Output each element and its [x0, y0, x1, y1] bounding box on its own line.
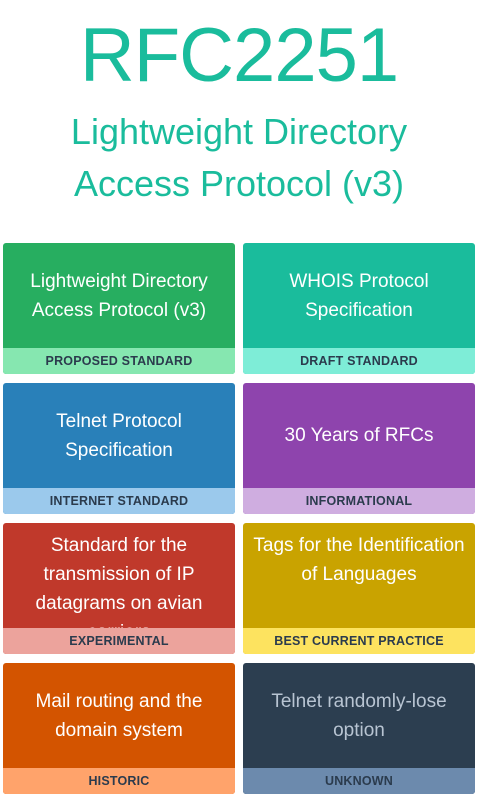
rfc-card[interactable]: 30 Years of RFCs INFORMATIONAL: [243, 383, 475, 514]
rfc-card[interactable]: Telnet Protocol Specification INTERNET S…: [3, 383, 235, 514]
rfc-card-title: 30 Years of RFCs: [284, 425, 434, 446]
rfc-card-title: Lightweight Directory Access Protocol (v…: [30, 270, 208, 321]
rfc-card-title: Standard for the transmission of IP data…: [35, 535, 203, 643]
rfc-card-status-tag: DRAFT STANDARD: [243, 348, 475, 374]
rfc-card[interactable]: Mail routing and the domain system HISTO…: [3, 663, 235, 794]
rfc-card-title: Telnet Protocol Specification: [56, 410, 182, 461]
rfc-card-status-tag: PROPOSED STANDARD: [3, 348, 235, 374]
rfc-number-heading: RFC2251: [79, 13, 399, 98]
rfc-card-title: Mail routing and the domain system: [35, 690, 203, 741]
related-rfc-grid: Lightweight Directory Access Protocol (v…: [3, 243, 475, 794]
rfc-card-status-tag: HISTORIC: [3, 768, 235, 794]
page-header: RFC2251 Lightweight Directory Access Pro…: [0, 0, 478, 210]
rfc-card-title: Tags for the Identification of Languages: [253, 535, 465, 585]
rfc-card-status-tag: EXPERIMENTAL: [3, 628, 235, 654]
rfc-card-title: Telnet randomly-lose option: [271, 690, 447, 741]
rfc-card[interactable]: Telnet randomly-lose option UNKNOWN: [243, 663, 475, 794]
rfc-card[interactable]: WHOIS Protocol Specification DRAFT STAND…: [243, 243, 475, 374]
rfc-card-status-tag: UNKNOWN: [243, 768, 475, 794]
rfc-card-status-tag: BEST CURRENT PRACTICE: [243, 628, 475, 654]
rfc-card[interactable]: Tags for the Identification of Languages…: [243, 523, 475, 654]
rfc-card[interactable]: Standard for the transmission of IP data…: [3, 523, 235, 654]
rfc-card[interactable]: Lightweight Directory Access Protocol (v…: [3, 243, 235, 374]
rfc-card-status-tag: INTERNET STANDARD: [3, 488, 235, 514]
rfc-card-status-tag: INFORMATIONAL: [243, 488, 475, 514]
rfc-title-heading: Lightweight Directory Access Protocol (v…: [70, 111, 408, 205]
rfc-card-title: WHOIS Protocol Specification: [289, 270, 429, 321]
